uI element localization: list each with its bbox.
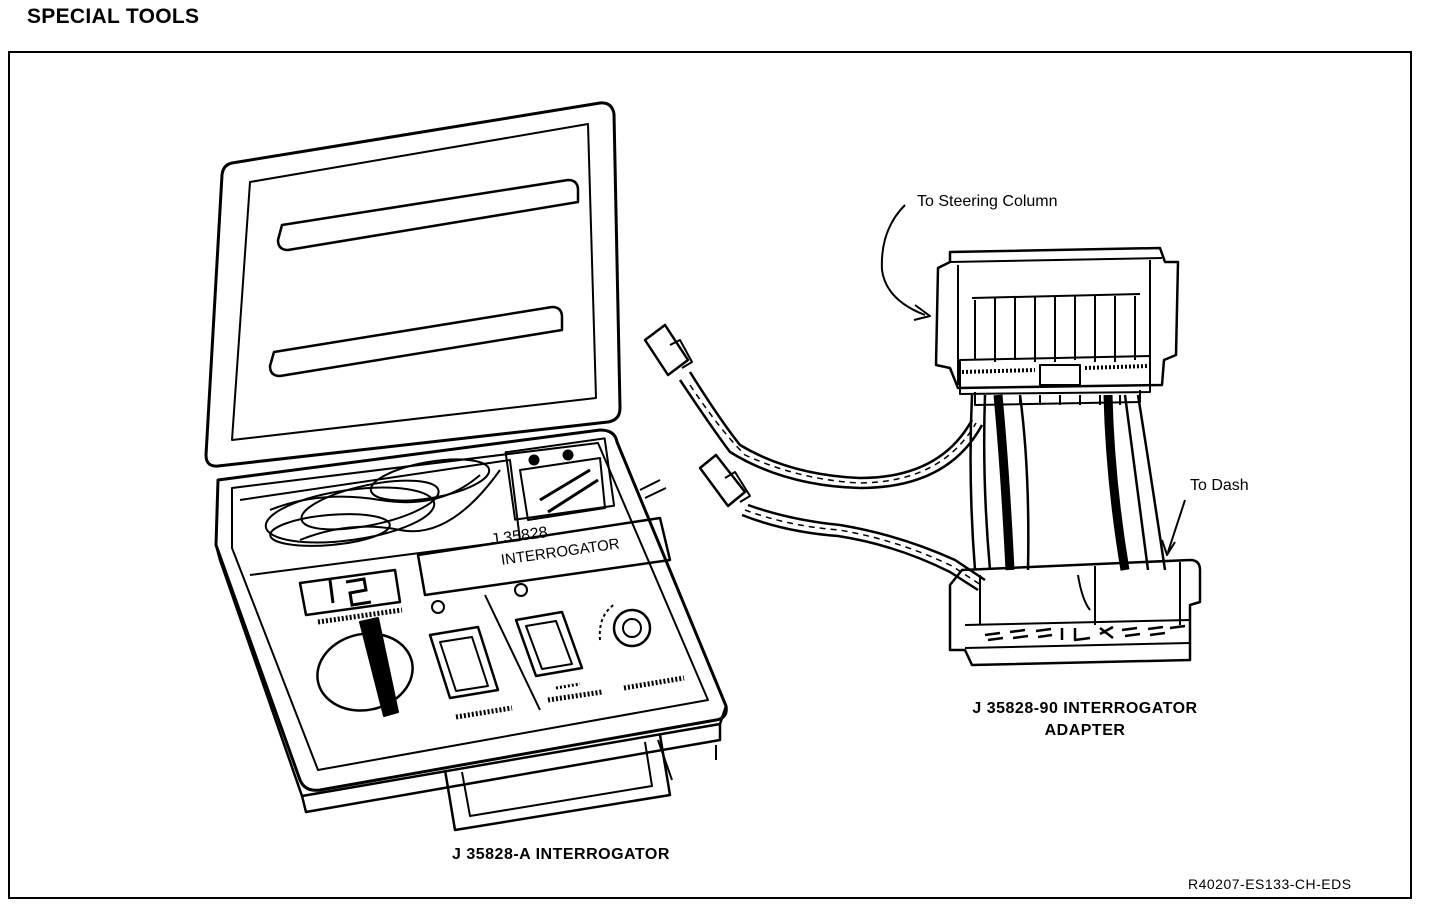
case-base <box>214 428 728 832</box>
adapter-bottom-connector <box>948 558 1202 667</box>
adapter-caption-line1: J 35828-90 INTERROGATOR <box>972 700 1198 717</box>
coiled-cables <box>264 458 501 547</box>
figure-id: R40207-ES133-CH-EDS <box>1188 876 1352 892</box>
adapter-caption-line2: ADAPTER <box>1044 722 1126 739</box>
adapter-caption: J 35828-90 INTERROGATOR ADAPTER <box>930 698 1240 742</box>
callout-dash: To Dash <box>1190 477 1249 494</box>
adapter-top-connector <box>934 246 1180 406</box>
figure-frame <box>8 51 1412 899</box>
callout-steering-column: To Steering Column <box>917 193 1058 210</box>
test-leads <box>643 323 986 592</box>
adapter-wires <box>969 394 1167 571</box>
interrogator-caption: J 35828-A INTERROGATOR <box>452 846 670 863</box>
page-title: SPECIAL TOOLS <box>27 5 200 28</box>
display-digits <box>328 577 372 607</box>
case-lid <box>204 101 622 468</box>
